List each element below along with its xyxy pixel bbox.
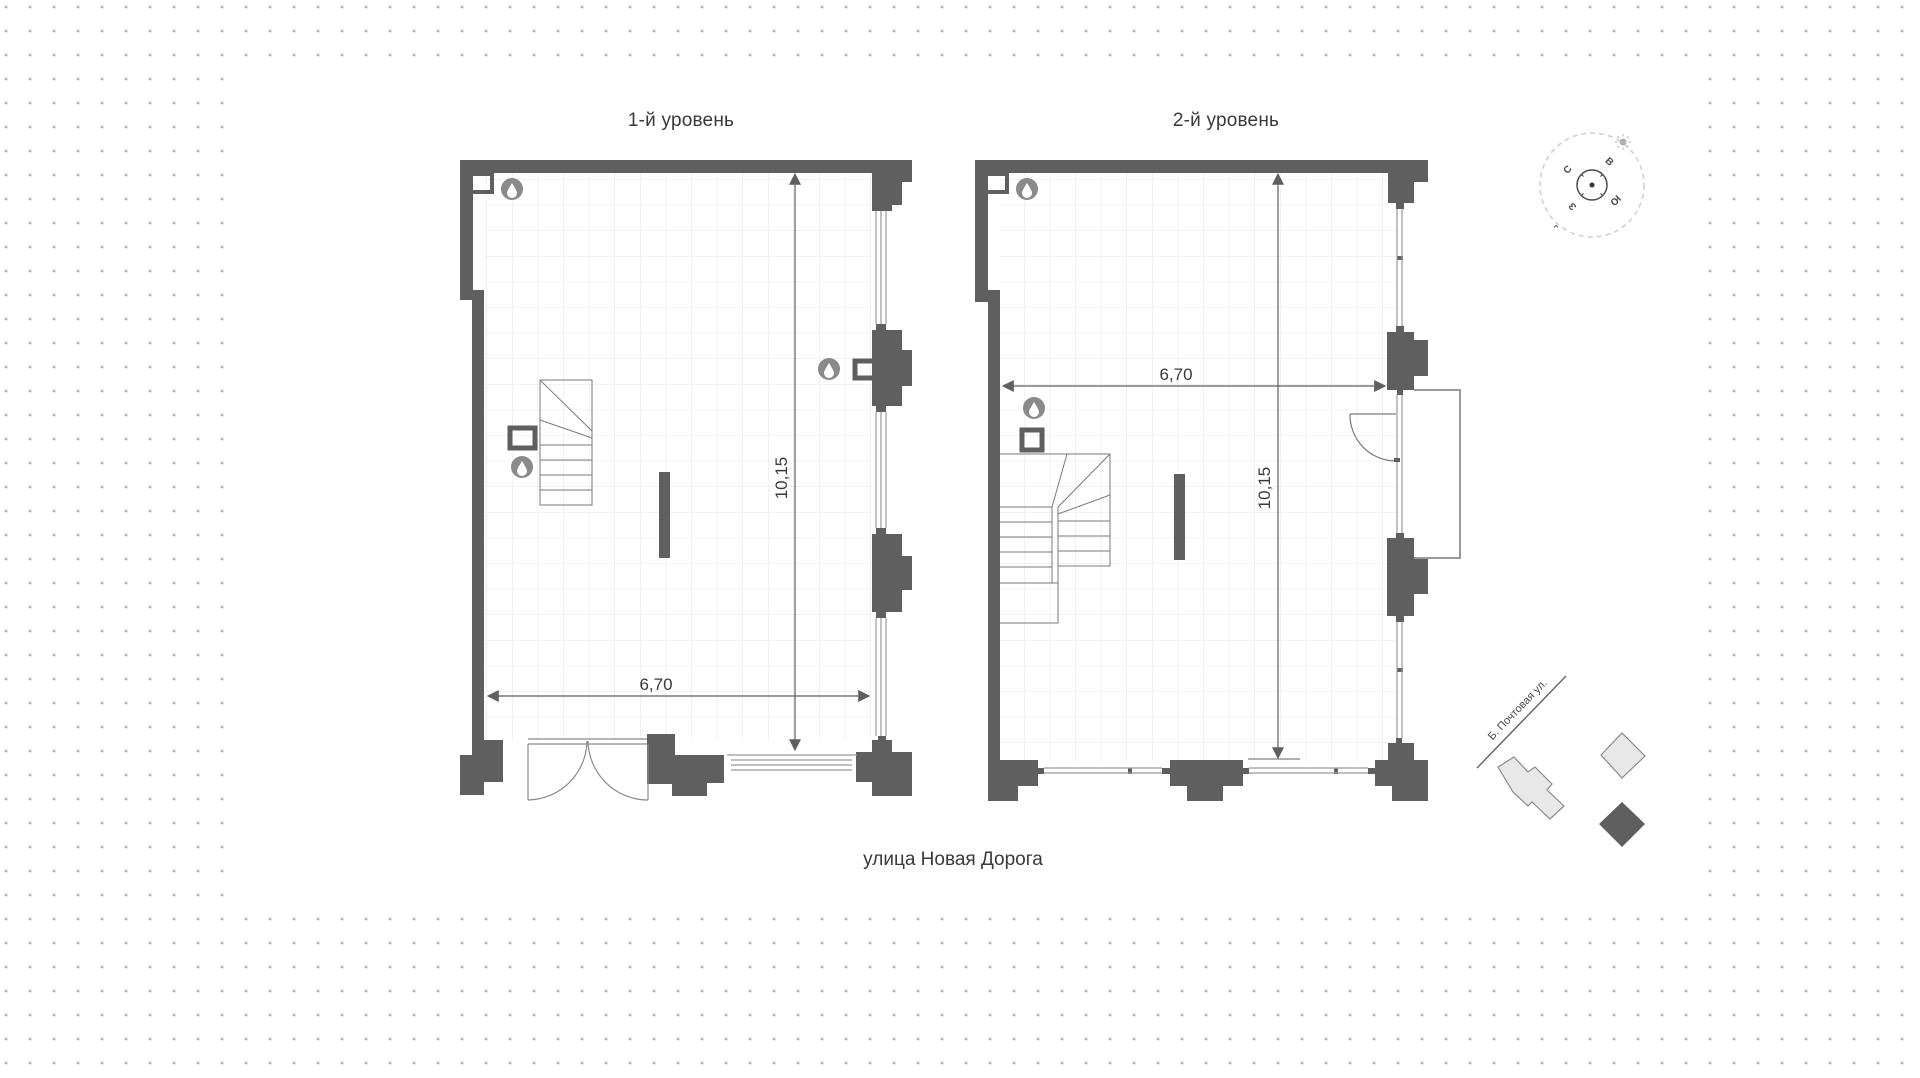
riser-box [507, 425, 538, 451]
level-1-walls [460, 160, 912, 796]
level-1-right-windows [875, 211, 887, 736]
water-drop-icon [1023, 397, 1045, 419]
street-label: улица Новая Дорога [863, 849, 1043, 870]
column [1174, 474, 1185, 560]
riser-box [852, 358, 878, 381]
level-2-walls [975, 160, 1428, 801]
neighbor-building [1600, 732, 1646, 779]
column [659, 472, 670, 558]
water-drop-icon [1016, 178, 1038, 200]
level-1-title: 1-й уровень [627, 110, 735, 131]
sun-icon [1615, 134, 1631, 150]
site-plan: Б. Почтовая ул. [1476, 675, 1646, 847]
site-street-label: Б. Почтовая ул. [1486, 677, 1550, 743]
level-2-width-label: 6,70 [1159, 365, 1192, 384]
level-2-length-label: 10,15 [1255, 467, 1274, 510]
compass-south: Ю [1607, 192, 1622, 207]
level-2-right-windows [1396, 209, 1403, 738]
water-drop-icon [511, 456, 533, 478]
staircase-icon [1000, 453, 1111, 624]
compass-north: С [1562, 164, 1575, 177]
level-2-bottom-windows [1044, 767, 1368, 774]
level-2-title: 2-й уровень [1172, 110, 1280, 131]
neighbor-building [1497, 756, 1565, 820]
door-icon [527, 738, 649, 801]
level-1-bottom-window [727, 754, 857, 771]
water-drop-icon [501, 178, 523, 200]
level-2-floor-grid [1000, 172, 1398, 762]
level-1-floor-grid [484, 172, 872, 740]
compass-west: З [1567, 200, 1579, 212]
level-1-width-label: 6,70 [639, 675, 672, 694]
current-building-marker [1599, 802, 1645, 847]
level-1-length-label: 10,15 [772, 457, 791, 500]
level-1-plan: 6,70 10,15 [460, 160, 912, 801]
staircase-icon [539, 379, 593, 506]
riser-box [1019, 427, 1045, 453]
svg-text:⌃: ⌃ [1551, 224, 1560, 236]
door-icon [1349, 413, 1397, 462]
water-drop-icon [818, 358, 840, 380]
compass-east: В [1602, 156, 1615, 169]
level-2-plan: 6,70 10,15 [975, 160, 1461, 801]
balcony [1414, 389, 1461, 559]
compass-rose-icon: С В Ю З ⌃ [1539, 132, 1645, 238]
street-line [1476, 675, 1567, 769]
